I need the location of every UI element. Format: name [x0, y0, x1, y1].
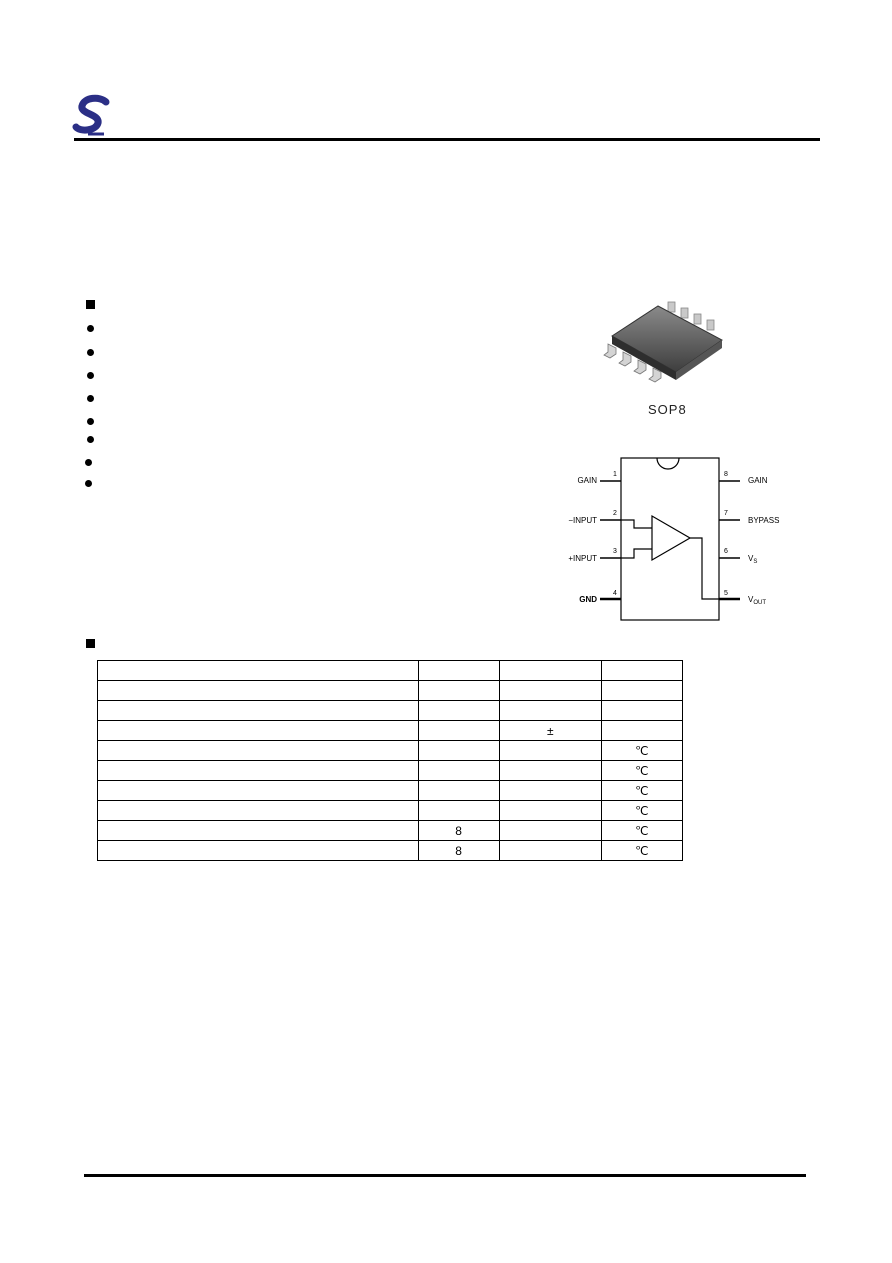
pin-5-label: VOUT: [748, 595, 766, 606]
table-row: 8℃: [97, 840, 684, 861]
pin-7-label: BYPASS: [748, 516, 779, 525]
pinout-diagram: 1 2 3 4 5 6 7 8 GAIN −INPUT +INPUT GND G…: [568, 457, 779, 621]
pin-6-number: 6: [724, 548, 728, 555]
table-cell: ℃: [600, 760, 684, 781]
table-cell: ℃: [600, 820, 684, 841]
table-cell: [417, 740, 500, 761]
bullet-dot: [87, 418, 94, 425]
section-marker: [86, 300, 95, 309]
table-cell: ℃: [600, 800, 684, 821]
table-cell: ℃: [600, 740, 684, 761]
table-cell: [97, 680, 419, 701]
table-cell: [417, 680, 500, 701]
pin-4-number: 4: [613, 590, 617, 597]
bullet-dot: [87, 349, 94, 356]
table-cell: [600, 680, 684, 701]
table-cell: [498, 740, 602, 761]
pin-1-label: GAIN: [577, 476, 597, 485]
pin-7-number: 7: [724, 510, 728, 517]
table-cell: [97, 840, 419, 861]
table-cell: [417, 800, 500, 821]
table-row: ℃: [97, 740, 684, 761]
table-cell: [417, 660, 500, 681]
table-cell: [417, 760, 500, 781]
table-cell: [97, 820, 419, 841]
table-cell: [97, 660, 419, 681]
table-cell: [600, 720, 684, 741]
table-row: [97, 660, 684, 681]
sop8-package-image: [603, 301, 723, 383]
pin-5-number: 5: [724, 590, 728, 597]
table-cell: [600, 700, 684, 721]
table-cell: [498, 660, 602, 681]
table-cell: [498, 700, 602, 721]
table-row: ±: [97, 720, 684, 741]
table-cell: [600, 660, 684, 681]
table-cell: [498, 800, 602, 821]
table-row: ℃: [97, 760, 684, 781]
table-cell: [417, 780, 500, 801]
table-cell: [97, 760, 419, 781]
table-cell: [498, 760, 602, 781]
table-cell: ±: [498, 720, 602, 741]
bullet-dot: [87, 372, 94, 379]
table-cell: [498, 840, 602, 861]
pin-1-number: 1: [613, 471, 617, 478]
table-cell: [498, 780, 602, 801]
table-cell: ℃: [600, 780, 684, 801]
table-cell: [97, 800, 419, 821]
table-cell: [97, 780, 419, 801]
footer-rule: [84, 1174, 806, 1177]
pin-2-number: 2: [613, 510, 617, 517]
bullet-dot: [87, 395, 94, 402]
bullet-dot: [85, 480, 92, 487]
table-row: 8℃: [97, 820, 684, 841]
pin-8-number: 8: [724, 471, 728, 478]
table-row: ℃: [97, 800, 684, 821]
package-label: SOP8: [648, 402, 687, 417]
table-cell: [417, 720, 500, 741]
table-row: [97, 700, 684, 721]
pin-3-label: +INPUT: [568, 554, 597, 563]
table-row: [97, 680, 684, 701]
table-cell: 8: [417, 840, 500, 861]
table-cell: [417, 700, 500, 721]
bullet-dot: [87, 325, 94, 332]
table-cell: [97, 740, 419, 761]
table-cell: [97, 720, 419, 741]
pin-2-label: −INPUT: [568, 516, 597, 525]
section-marker: [86, 639, 95, 648]
table-cell: [97, 700, 419, 721]
header-rule: [74, 138, 820, 141]
pin-3-number: 3: [613, 548, 617, 555]
table-cell: 8: [417, 820, 500, 841]
pin-6-label: VS: [748, 554, 757, 565]
table-row: ℃: [97, 780, 684, 801]
table-cell: ℃: [600, 840, 684, 861]
pin-4-label: GND: [579, 595, 597, 604]
bullet-dot: [87, 436, 94, 443]
table-cell: [498, 820, 602, 841]
table-cell: [498, 680, 602, 701]
bullet-dot: [85, 459, 92, 466]
company-logo: [72, 94, 110, 136]
pin-8-label: GAIN: [748, 476, 768, 485]
